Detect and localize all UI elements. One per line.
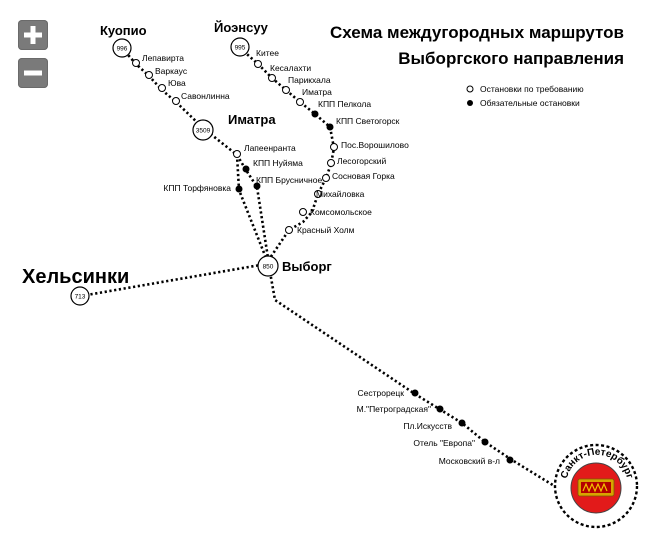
stop-kpp-svetogorsk (326, 123, 334, 131)
spb-terminus: Санкт-Петербург (553, 443, 639, 529)
legend-on-request: Остановки по требованию (480, 84, 584, 94)
stop-komsomolskoe (299, 208, 307, 216)
helsinki-code: 713 (75, 294, 86, 301)
stop-krasny-kholm (285, 226, 293, 234)
label-lappeenranta: Лапеенранта (244, 143, 296, 153)
label-petrogradskaya: М."Петроградская" (357, 404, 431, 414)
stop-petrogradskaya (436, 405, 444, 413)
label-parikkala: Парикхала (288, 75, 331, 85)
stop-kpp-torfyanovka (235, 185, 243, 193)
vyborg-marker: 850 (257, 255, 279, 277)
stop-juva (158, 84, 166, 92)
stop-moskovsky (506, 456, 514, 464)
label-savonlinna: Савонлинна (181, 91, 230, 101)
stop-lepavirta (132, 59, 140, 67)
route-imatra-vyborg-b (235, 154, 270, 259)
label-komsomolskoe: Комсомольское (310, 207, 372, 217)
stop-voroshilovo (330, 143, 338, 151)
label-sosnovaya-gorka: Сосновая Горка (332, 171, 395, 181)
stop-kpp-brusnichnoe (253, 182, 261, 190)
imatra-marker: 3509 (192, 119, 214, 141)
stop-kitee (254, 60, 262, 68)
label-kpp-torfyanovka: КПП Торфяновка (163, 183, 231, 193)
route-vyborg-spb (268, 271, 557, 489)
stop-sestroretsk (411, 389, 419, 397)
title-line1: Схема междугородных маршрутов (330, 23, 624, 42)
helsinki-marker: 713 (70, 286, 90, 306)
label-varkaus: Варкаус (155, 66, 188, 76)
label-imatra-stop: Иматра (302, 87, 332, 97)
stop-imatra-small (296, 98, 304, 106)
label-kesalahti: Кесалахти (270, 63, 311, 73)
stop-savonlinna (172, 97, 180, 105)
plus-icon (24, 26, 42, 44)
title-line2: Выборгского направления (398, 49, 624, 68)
zoom-out-button[interactable] (18, 58, 48, 88)
joensuu-marker: 995 (230, 37, 250, 57)
city-markers: 996 995 3509 850 713 (70, 37, 279, 306)
label-sestroretsk: Сестрорецк (357, 388, 404, 398)
stop-varkaus (145, 71, 153, 79)
city-joensuu: Йоэнсуу (214, 20, 269, 35)
route-kuopio-imatra (121, 47, 204, 129)
label-krasny-kholm: Красный Холм (297, 225, 355, 235)
stop-kpp-pelkola (311, 110, 319, 118)
label-kpp-pelkola: КПП Пелкола (318, 99, 371, 109)
stop-kpp-nuijamaa (242, 165, 250, 173)
label-kpp-nuijamaa: КПП Нуйяма (253, 158, 303, 168)
city-vyborg: Выборг (282, 259, 332, 274)
label-lesogorsky: Лесогорский (337, 156, 386, 166)
imatra-code: 3509 (196, 128, 211, 135)
city-imatra: Иматра (228, 112, 276, 127)
label-pl-iskusstv: Пл.Искусств (403, 421, 452, 431)
mandatory-stops (235, 100, 514, 464)
stop-mikhaylovka (314, 190, 322, 198)
city-helsinki: Хельсинки (22, 266, 129, 288)
stop-kesalahti (268, 74, 276, 82)
joensuu-code: 995 (235, 45, 246, 52)
label-mikhaylovka: Михайловка (316, 189, 365, 199)
label-voroshilovo: Пос.Ворошилово (341, 140, 409, 150)
label-juva: Юва (168, 78, 186, 88)
label-kpp-svetogorsk: КПП Светогорск (336, 116, 400, 126)
on-request-stops (132, 59, 474, 234)
legend-open-circle (466, 85, 474, 93)
legend-filled-circle (467, 100, 473, 106)
label-moskovsky: Московский в-л (439, 456, 500, 466)
kuopio-marker: 996 (112, 38, 132, 58)
stop-sosnovaya-gorka (322, 174, 330, 182)
stop-lesogorsky (327, 159, 335, 167)
label-lepavirta: Лепавирта (142, 53, 184, 63)
stop-hotel-europa (481, 438, 489, 446)
stop-parikkala (282, 86, 290, 94)
zoom-in-button[interactable] (18, 20, 48, 50)
legend-mandatory: Обязательные остановки (480, 98, 580, 108)
label-kitee: Китее (256, 48, 279, 58)
vyborg-code: 850 (263, 264, 274, 271)
label-kpp-brusnichnoe: КПП Брусничное (256, 175, 322, 185)
stop-pl-iskusstv (458, 419, 466, 427)
minus-icon (24, 70, 42, 76)
kuopio-code: 996 (117, 46, 128, 53)
stop-lappeenranta (233, 150, 241, 158)
label-hotel-europa: Отель "Европа" (413, 438, 475, 448)
city-kuopio: Куопио (100, 23, 147, 38)
